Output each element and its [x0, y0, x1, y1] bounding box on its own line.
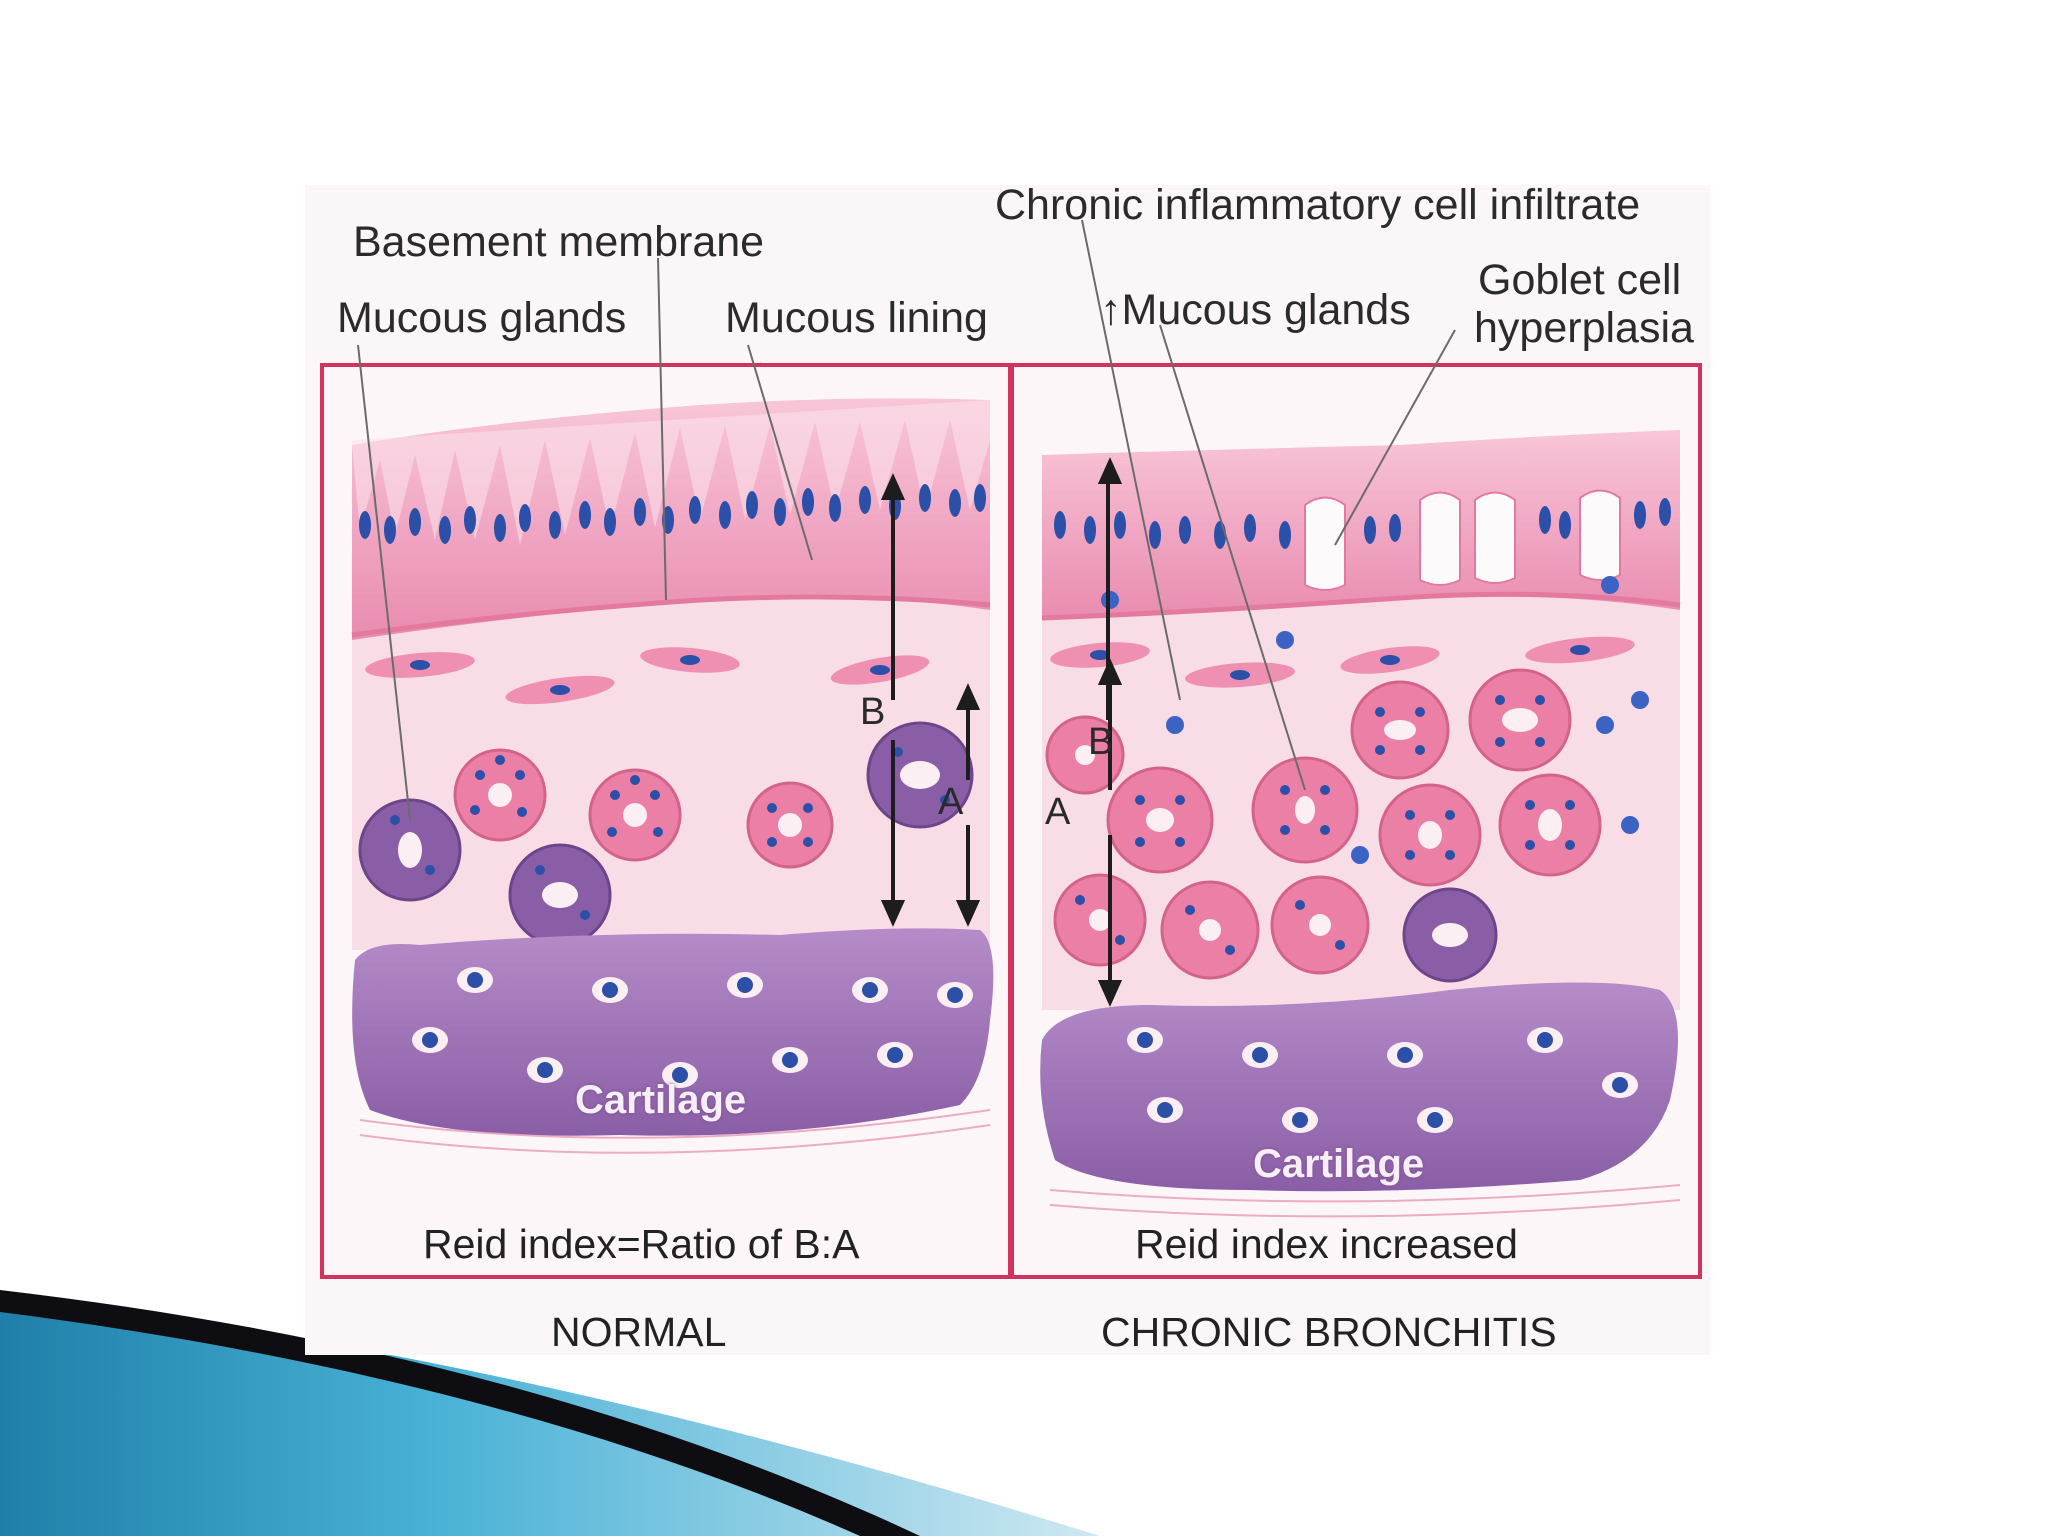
leader-infiltrate — [1081, 219, 1181, 701]
mucous-glands-normal — [358, 721, 974, 947]
leader-goblet — [1334, 329, 1456, 546]
leader-mucous-glands — [357, 344, 411, 821]
measure-arrows-normal — [880, 473, 981, 927]
fibroblasts-chronic — [1050, 636, 1635, 688]
cartilage-chronic — [1040, 982, 1678, 1192]
leader-lines — [357, 219, 1456, 821]
measure-arrows-chronic — [1097, 457, 1123, 1007]
normal-panel — [351, 398, 994, 1154]
basement-membrane-line-chronic — [1041, 591, 1681, 621]
leader-mucous-lining — [747, 344, 813, 561]
epithelium-chronic — [1042, 430, 1680, 620]
mucous-glands-chronic — [1045, 668, 1602, 983]
goblet-cells — [1304, 489, 1621, 591]
chronic-panel — [1040, 430, 1681, 1218]
leader-increased-glands — [1159, 324, 1306, 791]
leader-basement-membrane — [657, 257, 667, 601]
basement-membrane-line-normal — [351, 594, 991, 638]
epithelial-nuclei-normal — [359, 484, 986, 544]
chondrocytes-chronic — [1127, 1027, 1638, 1133]
swoosh-black-band — [0, 1290, 920, 1536]
epithelial-nuclei-chronic — [1054, 498, 1671, 549]
chronic-panel-frame — [1010, 363, 1702, 1279]
chondrocytes-normal — [412, 967, 973, 1088]
cartilage-normal — [352, 928, 994, 1136]
